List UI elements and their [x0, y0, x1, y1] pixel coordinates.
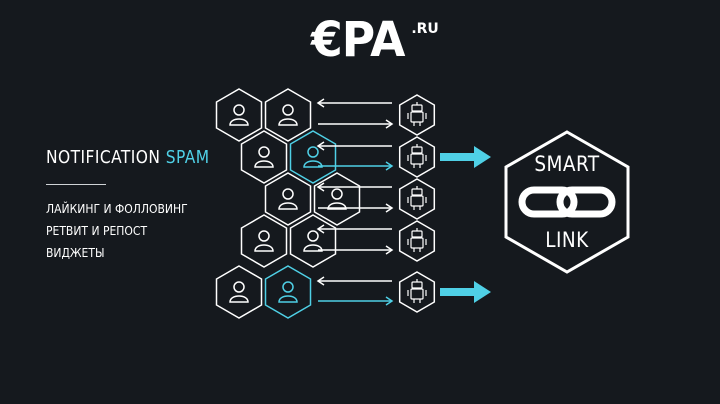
divider [46, 184, 106, 185]
user-node [240, 130, 288, 184]
bot-node [398, 94, 436, 136]
user-node [215, 265, 263, 319]
user-icon [229, 281, 249, 303]
logo: €PA .RU [311, 10, 439, 70]
user-node [289, 214, 337, 268]
arrow-to-smartlink [440, 281, 491, 303]
logo-tld: .RU [411, 21, 439, 37]
user-icon [254, 230, 274, 252]
headline-accent: SPAM [165, 147, 210, 168]
user-icon [278, 104, 298, 126]
robot-icon [407, 279, 427, 303]
bot-node [398, 178, 436, 220]
feature-item: ВИДЖЕТЫ [46, 246, 105, 260]
user-icon [278, 188, 298, 210]
smartlink-label-top: SMART [534, 152, 600, 176]
arrow-left [316, 224, 392, 234]
user-icon [229, 104, 249, 126]
arrow-right [318, 245, 394, 255]
bot-node [398, 136, 436, 178]
arrow-left [316, 276, 392, 286]
arrow-left [316, 182, 392, 192]
headline-text: NOTIFICATION [46, 147, 166, 168]
arrow-left [316, 98, 392, 108]
chain-link-icon [518, 186, 616, 218]
feature-item: РЕТВИТ И РЕПОСТ [46, 224, 148, 238]
robot-icon [407, 144, 427, 168]
user-node [289, 130, 337, 184]
feature-item: ЛАЙКИНГ И ФОЛЛОВИНГ [46, 202, 188, 216]
robot-icon [407, 186, 427, 210]
robot-icon [407, 228, 427, 252]
user-node [240, 214, 288, 268]
arrow-to-smartlink [440, 146, 491, 168]
arrow-right [318, 296, 394, 306]
user-icon [254, 146, 274, 168]
bot-node [398, 271, 436, 313]
smartlink-hexagon[interactable] [504, 130, 630, 274]
user-node [264, 88, 312, 142]
user-icon [278, 281, 298, 303]
arrow-right [318, 161, 394, 171]
smartlink-label-bottom: LINK [545, 228, 589, 252]
bot-node [398, 220, 436, 262]
arrow-right [318, 203, 394, 213]
user-node [215, 88, 263, 142]
feature-list: ЛАЙКИНГ И ФОЛЛОВИНГ РЕТВИТ И РЕПОСТ ВИДЖ… [46, 198, 188, 264]
headline: NOTIFICATION SPAM [46, 146, 210, 170]
arrow-left [316, 141, 392, 151]
user-icon [303, 146, 323, 168]
logo-text: €PA [311, 12, 405, 68]
user-icon [303, 230, 323, 252]
user-node [313, 172, 361, 226]
user-icon [327, 188, 347, 210]
arrow-right [318, 119, 394, 129]
robot-icon [407, 102, 427, 126]
user-node [264, 265, 312, 319]
user-node [264, 172, 312, 226]
